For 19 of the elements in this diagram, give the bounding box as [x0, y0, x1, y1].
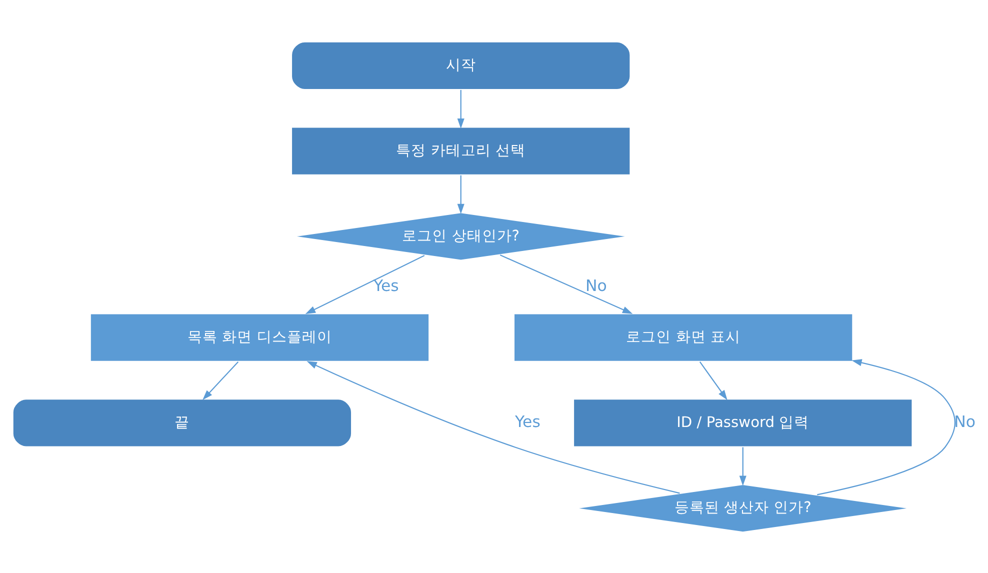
arrow — [500, 254, 633, 314]
arrow — [739, 446, 746, 486]
arrow — [457, 174, 464, 214]
edge-label: No — [954, 412, 976, 431]
edge-label: No — [586, 276, 607, 295]
arrow — [817, 358, 956, 495]
arrow — [202, 360, 239, 400]
node-box: 시작 — [290, 40, 632, 90]
node-box: 로그인 화면 표시 — [512, 312, 854, 362]
node-box: 끝 — [12, 397, 353, 448]
arrow — [457, 89, 464, 128]
arrow — [699, 361, 728, 400]
edge-label: Yes — [373, 276, 399, 295]
edge-label: Yes — [515, 412, 540, 431]
node-box: 목록 화면 디스플레이 — [89, 312, 430, 362]
arrow — [305, 254, 425, 314]
node-box: 특정 카테고리 선택 — [290, 126, 632, 176]
node-box: ID / Password 입력 — [572, 397, 914, 448]
arrow — [306, 360, 680, 494]
